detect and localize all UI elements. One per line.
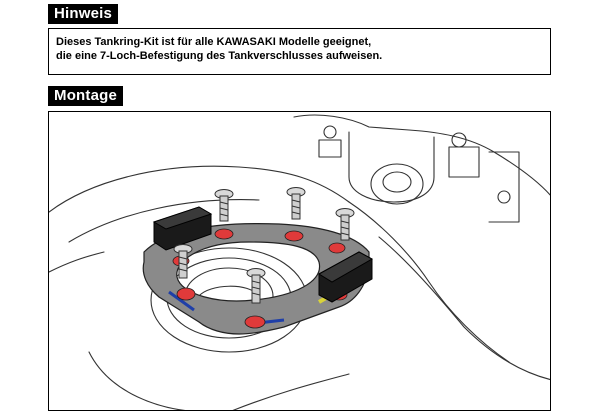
montage-heading: Montage <box>48 86 124 106</box>
tank-outline-left <box>49 165 350 213</box>
notice-line-2: die eine 7-Loch-Befestigung des Tankvers… <box>56 50 383 62</box>
tank-ring-mounting-illustration <box>49 114 550 410</box>
notice-line-1: Dieses Tankring-Kit ist für alle KAWASAK… <box>56 36 372 48</box>
screw-5 <box>246 268 266 304</box>
tank-right-edge <box>348 201 510 363</box>
tank-right-edge-2 <box>378 236 550 381</box>
screw-2 <box>286 187 306 220</box>
pad-left-top <box>152 206 213 230</box>
steering-nut-outer <box>370 163 424 205</box>
mount-hole-2 <box>284 230 304 242</box>
steering-nut-inner <box>382 171 412 193</box>
fork-right <box>488 151 520 223</box>
mount-hole-1 <box>214 228 234 240</box>
tank-outline-lower <box>88 351 186 410</box>
fork-bolt <box>497 190 511 204</box>
steering-stem <box>348 131 435 203</box>
bolt-head-right <box>451 132 467 148</box>
pad-right-top <box>318 251 374 283</box>
screw-1 <box>214 189 234 222</box>
handlebar-clamp-right <box>448 146 480 178</box>
steering-head-outline <box>293 114 550 196</box>
hinweis-notice-box: Dieses Tankring-Kit ist für alle KAWASAK… <box>48 28 551 75</box>
mount-hole-6 <box>244 315 266 329</box>
tank-front-curve <box>49 251 105 273</box>
screw-3 <box>335 208 355 241</box>
mount-hole-5 <box>176 287 196 301</box>
mount-hole-3 <box>328 242 346 254</box>
tank-side-line <box>232 373 350 410</box>
hinweis-heading: Hinweis <box>48 4 119 24</box>
filler-neck-cutout <box>198 285 260 297</box>
tank-outline-inner <box>68 199 260 243</box>
screw-4 <box>173 244 193 279</box>
montage-illustration-frame <box>48 111 551 411</box>
ring-blue-accent-left <box>168 290 195 312</box>
handlebar-clamp-left <box>318 139 342 158</box>
bolt-head-left <box>323 125 337 139</box>
